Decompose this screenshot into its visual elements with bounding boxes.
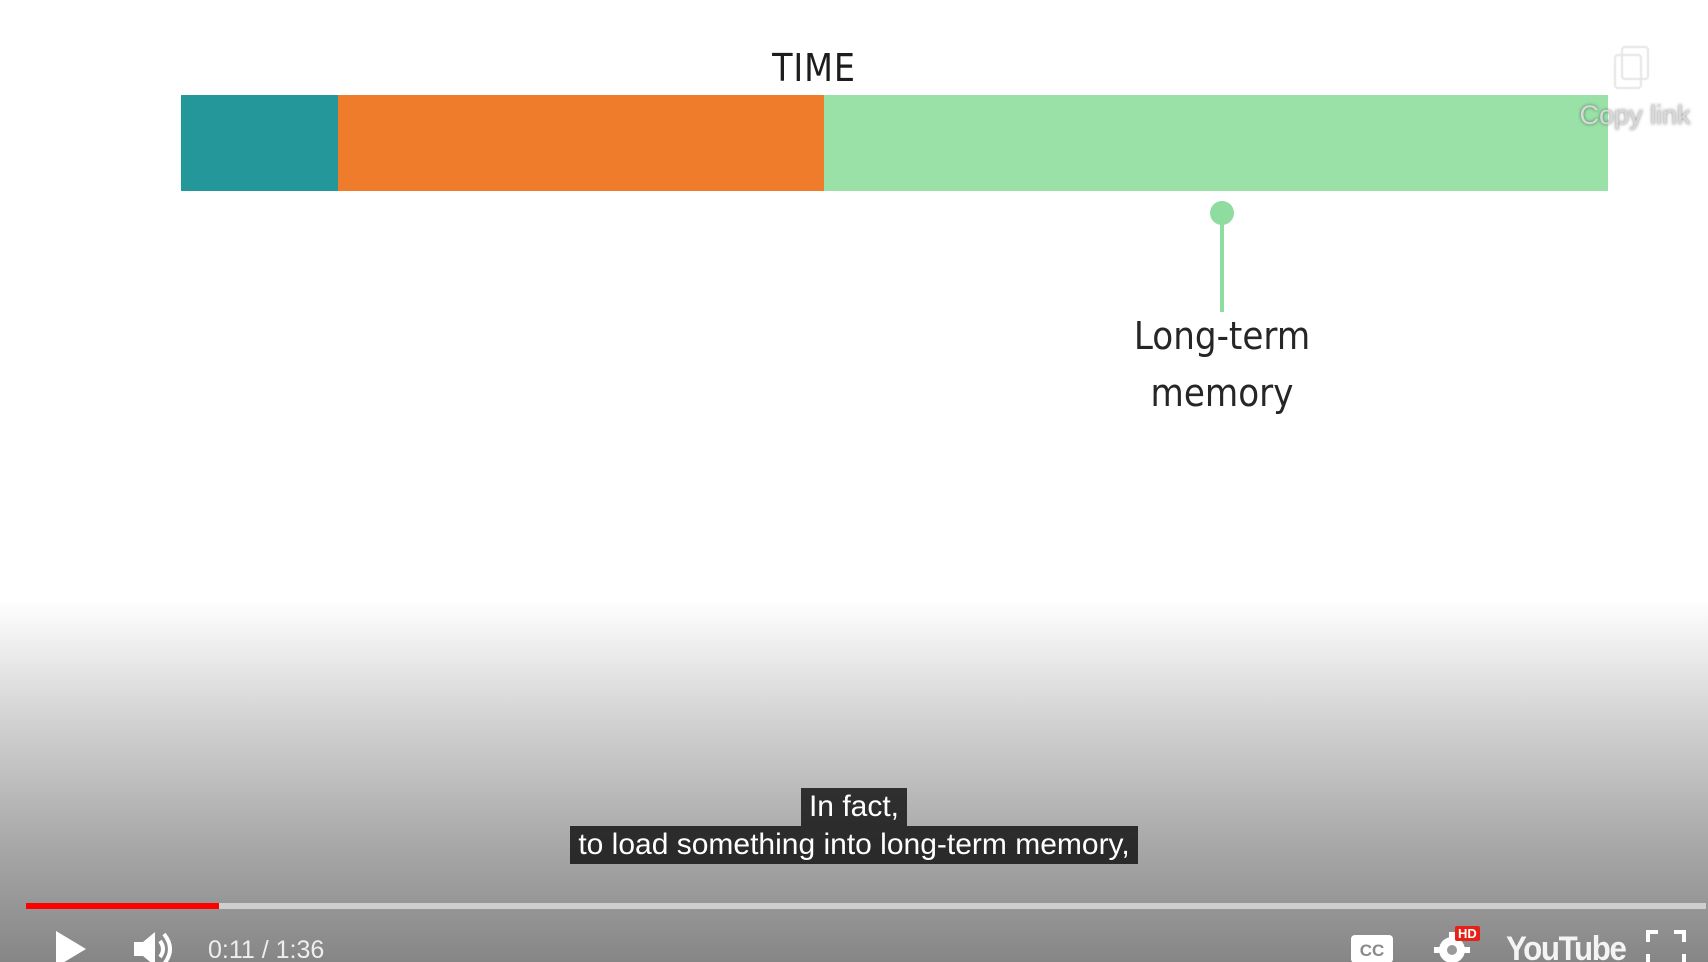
cc-icon[interactable]: CC xyxy=(1350,934,1394,962)
fullscreen-icon[interactable] xyxy=(1646,930,1686,962)
timeline-segment-teal xyxy=(181,95,338,191)
settings-icon[interactable] xyxy=(1432,928,1476,962)
pin-label-line1: Long-term xyxy=(1133,314,1311,358)
player-controls: 0:11 / 1:36 CC HD YouTube xyxy=(0,922,1708,962)
controls-gradient-overlay xyxy=(0,600,1708,962)
timeline-segment-orange xyxy=(338,95,824,191)
timeline-segment-green xyxy=(824,95,1608,191)
time-display: 0:11 / 1:36 xyxy=(208,936,325,962)
timeline-title: TIME xyxy=(772,46,856,90)
youtube-logo[interactable]: YouTube xyxy=(1506,930,1627,962)
progress-bar[interactable] xyxy=(26,903,1706,909)
copy-link-label: Copy link xyxy=(1579,100,1691,130)
copy-link-button[interactable]: Copy link xyxy=(1560,40,1708,140)
caption-line-1: In fact, xyxy=(800,788,908,826)
timeline-bar xyxy=(181,95,1608,191)
copy-icon xyxy=(1613,45,1650,90)
hd-badge: HD xyxy=(1455,926,1480,941)
captions-window: In fact, to load something into long-ter… xyxy=(0,788,1708,864)
play-icon[interactable] xyxy=(52,929,88,962)
caption-line-2: to load something into long-term memory, xyxy=(570,826,1138,864)
timeline-pin-line xyxy=(1220,220,1224,312)
timeline-pin-label: Long-term memory xyxy=(1087,308,1357,422)
svg-text:CC: CC xyxy=(1360,941,1385,960)
volume-icon[interactable] xyxy=(132,929,182,962)
progress-bar-played xyxy=(26,903,220,909)
pin-label-line2: memory xyxy=(1150,371,1294,415)
